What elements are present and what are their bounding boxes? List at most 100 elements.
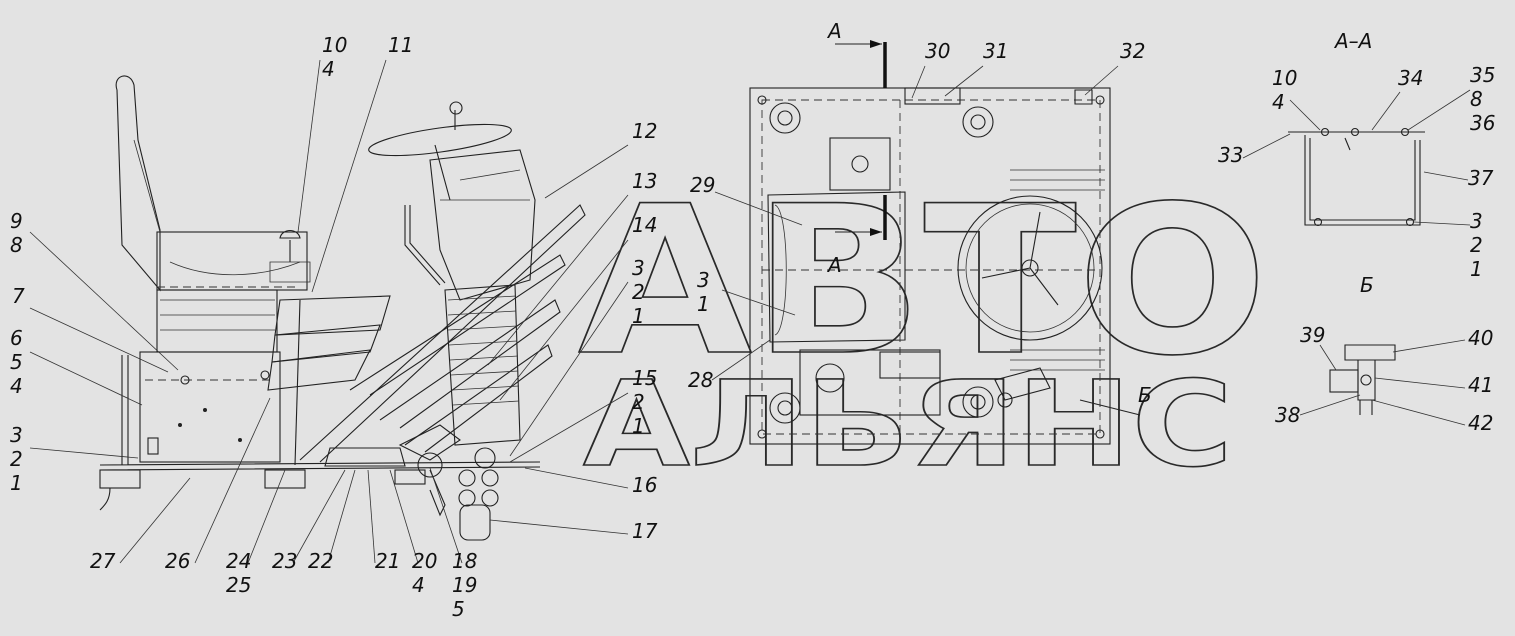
callout-label: 2 [632, 280, 645, 304]
steering-wheel [368, 123, 512, 157]
plan-view [749, 40, 1141, 445]
callout-label: 23 [272, 549, 297, 573]
callout-label: 25 [226, 573, 251, 597]
callout-label: 5 [452, 597, 465, 621]
callout-label: 1 [10, 471, 23, 495]
callout-label: 19 [452, 573, 477, 597]
leader-line [292, 469, 346, 564]
mount-plate [829, 137, 891, 191]
callout-label: 21 [375, 549, 400, 573]
callout-label: 4 [10, 374, 23, 398]
callout-label: 6 [10, 326, 23, 350]
callout-label: 1 [697, 292, 710, 316]
leader-line [487, 194, 629, 366]
callout-label: 2 [1470, 233, 1483, 257]
callout-label: 15 [632, 366, 657, 390]
callout-label: 3 [632, 256, 645, 280]
leader-line [1407, 89, 1471, 131]
callout-label: 10 [1272, 66, 1297, 90]
callout-label: 1 [632, 414, 645, 438]
view-label: Б [1138, 383, 1152, 407]
callout-label: 28 [688, 368, 713, 392]
callout-label: 33 [1218, 143, 1243, 167]
callout-label: 29 [690, 173, 715, 197]
callout-label: 10 [322, 33, 347, 57]
cut-label-bottom: А [826, 253, 842, 277]
leader-line [1392, 339, 1466, 353]
control-block [799, 349, 941, 416]
side-view [99, 75, 586, 541]
leader-line [499, 239, 629, 401]
leader-line [194, 397, 271, 564]
seat-backrest [115, 75, 161, 292]
callout-label: 30 [925, 39, 950, 63]
callout-label: 3 [1470, 209, 1483, 233]
callout-label: 4 [322, 57, 335, 81]
steering-column [429, 149, 536, 301]
leader-line [297, 59, 321, 233]
leader-line [1084, 65, 1119, 96]
leader-line [1371, 91, 1401, 131]
callout-label: 42 [1468, 411, 1493, 435]
seat-base [139, 351, 281, 463]
callout-label: 31 [983, 39, 1008, 63]
leader-line [1371, 399, 1466, 426]
view-b-bracket [1329, 369, 1359, 393]
steering-wheel-plan [957, 195, 1103, 341]
callout-label: 3 [10, 423, 23, 447]
callout-label: 4 [1272, 90, 1285, 114]
callout-label: 17 [632, 519, 658, 543]
callout-label: 11 [388, 33, 413, 57]
callout-label: 7 [12, 284, 25, 308]
cab-floor [99, 461, 541, 471]
callout-label: 2 [10, 447, 23, 471]
leader-line [721, 289, 796, 316]
callout-label: 8 [1470, 87, 1483, 111]
callout-label: 38 [1275, 403, 1300, 427]
callout-label: 9 [10, 209, 23, 233]
leader-line [29, 447, 139, 459]
leader-line [944, 65, 984, 97]
leader-line [711, 339, 771, 381]
callout-label: 34 [1398, 66, 1423, 90]
callout-label: 22 [308, 549, 333, 573]
seat-cushion [156, 231, 308, 291]
leader-line [367, 469, 376, 564]
callout-label: 1 [1470, 257, 1483, 281]
leader-line [544, 144, 629, 199]
callout-label: 12 [632, 119, 657, 143]
valve-body [459, 504, 491, 541]
watermark-line1: АВТО [578, 163, 1268, 401]
callout-label: 37 [1468, 166, 1494, 190]
leader-line [524, 467, 629, 489]
section-aa-view [1288, 127, 1425, 227]
leader-line [509, 392, 629, 463]
gear-lever [279, 229, 301, 262]
leader-line [509, 281, 629, 457]
callout-label: 35 [1470, 63, 1495, 87]
callout-label: 20 [412, 549, 437, 573]
callout-label: 26 [165, 549, 190, 573]
callout-label: 4 [412, 573, 425, 597]
callout-label: 14 [632, 213, 657, 237]
callout-label: 13 [632, 169, 657, 193]
callout-label: 40 [1468, 326, 1493, 350]
leader-line [1374, 377, 1466, 389]
cut-label-top: А [826, 19, 842, 43]
view-b-title: Б [1360, 273, 1374, 297]
callout-label: 36 [1470, 111, 1495, 135]
section-aa-title: А–А [1333, 29, 1372, 53]
leader-line [429, 467, 463, 564]
callout-label: 16 [632, 473, 657, 497]
callout-label: 18 [452, 549, 477, 573]
leader-line [911, 65, 926, 99]
seat-plan [767, 191, 906, 343]
callout-label: 32 [1120, 39, 1145, 63]
callout-label: 27 [90, 549, 116, 573]
leader-line [1423, 171, 1469, 181]
leader-line [1413, 221, 1471, 226]
callout-label: 1 [632, 304, 645, 328]
